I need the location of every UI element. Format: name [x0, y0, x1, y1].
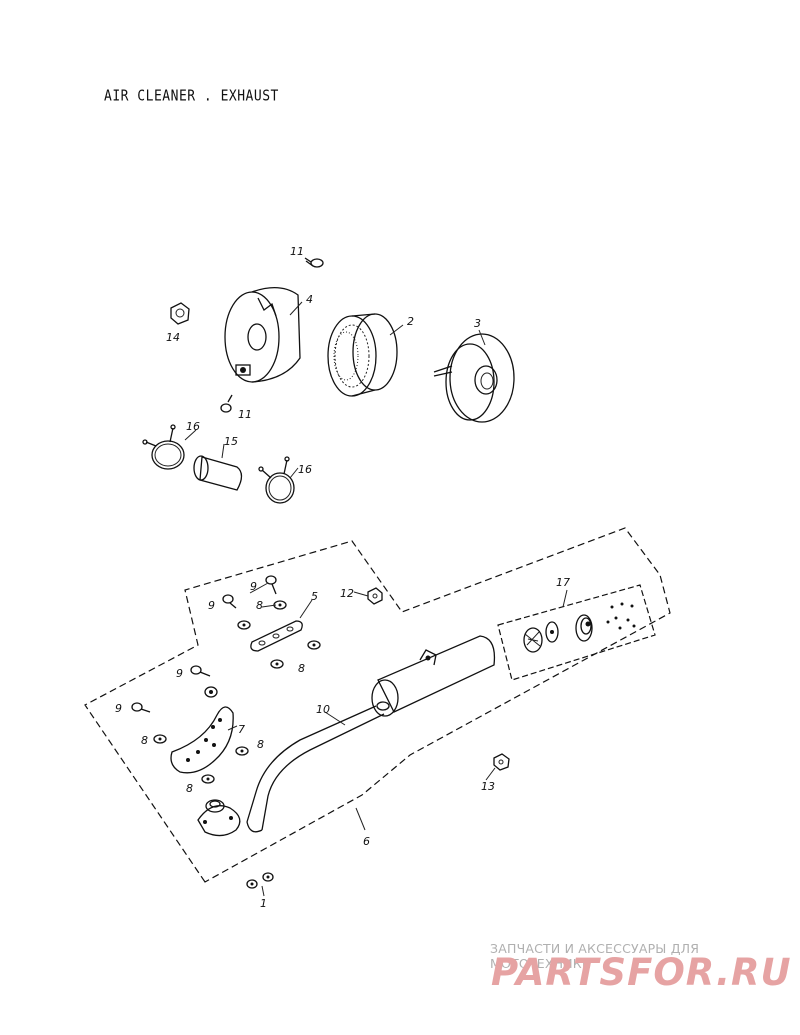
bolt-9-upper — [265, 575, 277, 595]
bolt-12 — [367, 587, 383, 605]
callout-9-low: 9 — [115, 702, 122, 715]
bolt-9-mid — [190, 665, 211, 677]
callout-8-d: 8 — [257, 738, 264, 751]
screw-11-lower — [220, 394, 233, 413]
watermark-logo: PARTSFOR.RU — [491, 951, 792, 994]
hose-clamp-16-right — [258, 456, 295, 504]
callout-13: 13 — [481, 780, 495, 793]
callout-10: 10 — [316, 703, 330, 716]
bolt-9-low — [131, 702, 151, 713]
exhaust-pipe-10 — [246, 705, 385, 833]
callout-9-upper: 9 — [250, 580, 257, 593]
connecting-hose-15 — [193, 455, 243, 491]
washer-8-e — [204, 686, 218, 698]
muffler-6 — [371, 635, 496, 717]
washer-8-g — [235, 746, 249, 756]
heat-shield-7 — [170, 706, 234, 774]
nut-13 — [493, 753, 510, 771]
hose-clamp-16-left — [142, 424, 185, 470]
callout-9-mid: 9 — [176, 667, 183, 680]
washer-8-d — [270, 659, 284, 669]
callout-11-top: 11 — [290, 245, 304, 258]
callout-8-b: 8 — [298, 662, 305, 675]
callout-7: 7 — [238, 723, 245, 736]
callout-9-left: 9 — [208, 599, 215, 612]
air-cleaner-case-4 — [224, 287, 301, 383]
callout-15: 15 — [224, 435, 238, 448]
callout-1: 1 — [260, 897, 267, 910]
bracket-5 — [250, 620, 303, 652]
silencer-insert-parts-17 — [523, 602, 636, 653]
callout-8-e: 8 — [186, 782, 193, 795]
exhaust-assembly-boundary — [84, 527, 671, 883]
callout-2: 2 — [407, 315, 414, 328]
callout-4: 4 — [306, 293, 313, 306]
screw-11-top — [304, 257, 324, 268]
bolt-9-left — [222, 594, 237, 609]
nut-1-b — [262, 872, 274, 882]
diagram-title: AIR CLEANER . EXHAUST — [104, 88, 279, 106]
leader-lines — [184, 301, 568, 897]
exhaust-flange — [197, 799, 241, 837]
callout-5: 5 — [311, 590, 318, 603]
nut-14 — [170, 302, 190, 325]
callout-11-lower: 11 — [238, 408, 252, 421]
callout-16-right: 16 — [298, 463, 312, 476]
callout-16-left: 16 — [186, 420, 200, 433]
callout-8-a: 8 — [256, 599, 263, 612]
washer-8-b — [237, 620, 251, 630]
washer-8-c — [307, 640, 321, 650]
callout-12: 12 — [340, 587, 354, 600]
callout-14: 14 — [166, 331, 180, 344]
callout-6: 6 — [363, 835, 370, 848]
callout-17: 17 — [556, 576, 570, 589]
callout-3: 3 — [474, 317, 481, 330]
silencer-insert-kit-box — [497, 584, 656, 681]
washer-8-f — [153, 734, 167, 744]
air-filter-element-2 — [327, 313, 398, 397]
callout-labels: 11 4 2 3 14 11 16 15 16 17 9 9 8 5 12 8 … — [115, 245, 570, 910]
air-cleaner-cover-3 — [433, 333, 515, 423]
watermark-tagline: ЗАПЧАСТИ И АКСЕССУАРЫ ДЛЯ МОТОТЕХНИКИ — [490, 941, 700, 971]
callout-8-c: 8 — [141, 734, 148, 747]
nut-1-a — [246, 879, 258, 889]
washer-8-h — [201, 774, 215, 784]
